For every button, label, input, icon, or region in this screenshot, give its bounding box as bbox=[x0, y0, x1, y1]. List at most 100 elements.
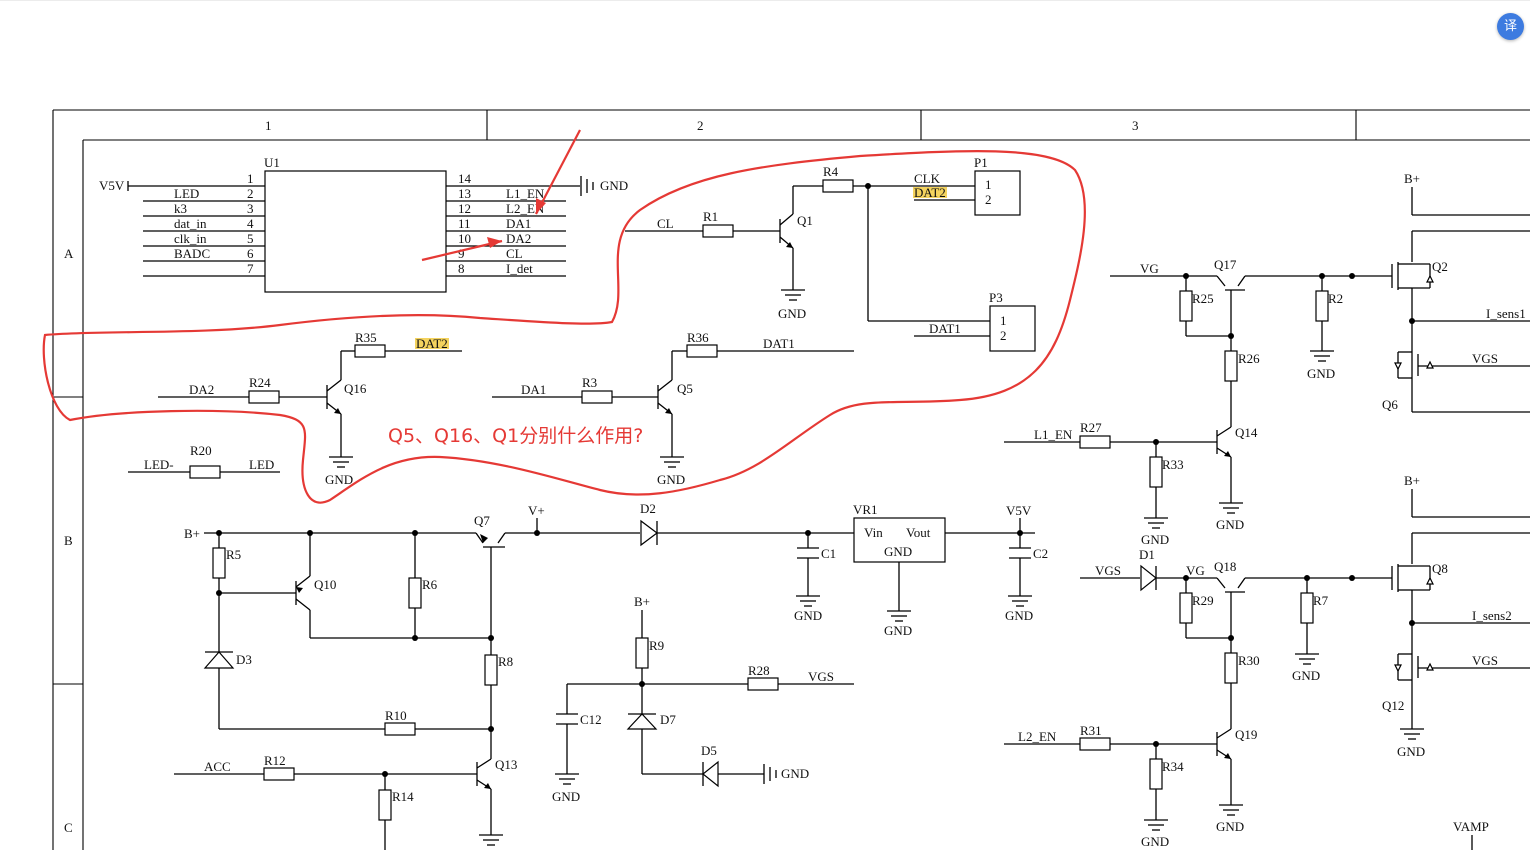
vr1-vout: Vout bbox=[906, 525, 931, 540]
annotation-question: Q5、Q16、Q1分别什么作用? bbox=[388, 425, 643, 447]
r20-circuit: LED- R20 LED bbox=[128, 443, 280, 479]
dat2-net-label-p1: DAT2 bbox=[914, 185, 946, 200]
q16-gnd-label: GND bbox=[325, 472, 353, 487]
r14-ref: R14 bbox=[392, 789, 414, 804]
c2-gnd-label: GND bbox=[1005, 608, 1033, 623]
dat2-net-label-q16: DAT2 bbox=[416, 336, 448, 351]
v-plus-label: V+ bbox=[528, 503, 545, 518]
r29-ref: R29 bbox=[1192, 593, 1214, 608]
b-plus-label-ch1: B+ bbox=[1404, 171, 1420, 186]
vgs-label-d1: VGS bbox=[1095, 563, 1121, 578]
r2-gnd-label: GND bbox=[1307, 366, 1335, 381]
q8-ref: Q8 bbox=[1432, 561, 1448, 576]
r8-ref: R8 bbox=[498, 654, 513, 669]
q7-ref: Q7 bbox=[474, 513, 490, 528]
q19-gnd-label: GND bbox=[1216, 819, 1244, 834]
vg-label-ch2: VG bbox=[1186, 563, 1205, 578]
u1-gnd-label: GND bbox=[600, 178, 628, 193]
l1-en-label: L1_EN bbox=[1034, 427, 1073, 442]
u1-pin7-num: 7 bbox=[247, 261, 254, 276]
vr1-ref: VR1 bbox=[853, 502, 878, 517]
vgs-label-ch2: VGS bbox=[1472, 653, 1498, 668]
cl-net-label: CL bbox=[657, 216, 674, 231]
translate-icon[interactable]: 译 bbox=[1497, 13, 1524, 40]
r31-ref: R31 bbox=[1080, 723, 1102, 738]
d5-gnd-label: GND bbox=[781, 766, 809, 781]
annotation-loop bbox=[42, 150, 1086, 504]
arrow-shaft-1 bbox=[535, 129, 581, 215]
b-plus-label-r9: B+ bbox=[634, 594, 650, 609]
q6-ref: Q6 bbox=[1382, 397, 1398, 412]
red-annotation: Q5、Q16、Q1分别什么作用? bbox=[42, 129, 1086, 504]
d2-ref: D2 bbox=[640, 501, 656, 516]
u1-pin3-net: k3 bbox=[174, 201, 187, 216]
vr1-gnd-label: GND bbox=[884, 623, 912, 638]
u1-pin8-num: 8 bbox=[458, 261, 465, 276]
power-input-circuit: B+ R5 Q10 R6 D3 R10 bbox=[174, 501, 1048, 850]
dat2-highlight-p1 bbox=[913, 187, 947, 198]
u1-pin11-net: DA1 bbox=[506, 216, 531, 231]
c1-gnd-label: GND bbox=[794, 608, 822, 623]
drawing-frame: 1 2 3 A B C bbox=[52, 109, 1530, 850]
b-plus-label-ch2: B+ bbox=[1404, 473, 1420, 488]
c12-gnd-label: GND bbox=[552, 789, 580, 804]
r9-ref: R9 bbox=[649, 638, 664, 653]
r3-ref: R3 bbox=[582, 375, 597, 390]
clk-net-label: CLK bbox=[914, 171, 941, 186]
p3-pin1: 1 bbox=[1000, 313, 1007, 328]
r34-ref: R34 bbox=[1162, 759, 1184, 774]
r20-ref: R20 bbox=[190, 443, 212, 458]
l2-en-label: L2_EN bbox=[1018, 729, 1057, 744]
u1-pin8-net: I_det bbox=[506, 261, 533, 276]
u1-v5v-net: V5V bbox=[99, 178, 125, 193]
da2-net-label: DA2 bbox=[189, 382, 214, 397]
r35-ref: R35 bbox=[355, 330, 377, 345]
q16-ref: Q16 bbox=[344, 381, 367, 396]
r6-ref: R6 bbox=[422, 577, 438, 592]
p3-pin2: 2 bbox=[1000, 328, 1007, 343]
r33-ref: R33 bbox=[1162, 457, 1184, 472]
u1-chip: U1 V5V LED k3 dat_in clk_in BADC 1 2 3 4… bbox=[99, 155, 628, 293]
led-label: LED bbox=[249, 457, 274, 472]
column-label-3: 3 bbox=[1132, 118, 1139, 133]
column-label-2: 2 bbox=[697, 118, 704, 133]
p1-pin2: 2 bbox=[985, 192, 992, 207]
vr1-gnd: GND bbox=[884, 544, 912, 559]
q12-gnd-label: GND bbox=[1397, 744, 1425, 759]
u1-pin9-num: 9 bbox=[458, 246, 465, 261]
led-minus-label: LED- bbox=[144, 457, 174, 472]
c2-ref: C2 bbox=[1033, 546, 1048, 561]
row-label-a: A bbox=[64, 246, 74, 261]
p1-ref: P1 bbox=[974, 155, 988, 170]
q5-ref: Q5 bbox=[677, 381, 693, 396]
u1-pin4-num: 4 bbox=[247, 216, 254, 231]
u1-pin11-num: 11 bbox=[458, 216, 471, 231]
u1-pin12-num: 12 bbox=[458, 201, 471, 216]
top-border bbox=[0, 0, 1530, 1]
q13-ref: Q13 bbox=[495, 757, 517, 772]
r28-ref: R28 bbox=[748, 663, 770, 678]
u1-pin1-num: 1 bbox=[247, 171, 254, 186]
acc-label: ACC bbox=[204, 759, 231, 774]
d3-ref: D3 bbox=[236, 652, 252, 667]
r7-gnd-label: GND bbox=[1292, 668, 1320, 683]
r7-ref: R7 bbox=[1313, 593, 1329, 608]
arrow-shaft-2 bbox=[421, 239, 503, 262]
i-sens2-label: I_sens2 bbox=[1472, 608, 1512, 623]
u1-pin14-num: 14 bbox=[458, 171, 472, 186]
c12-ref: C12 bbox=[580, 712, 602, 727]
r2-ref: R2 bbox=[1328, 291, 1343, 306]
r33-gnd-label: GND bbox=[1141, 532, 1169, 547]
dat1-net-label-q5: DAT1 bbox=[763, 336, 795, 351]
q18-ref: Q18 bbox=[1214, 559, 1236, 574]
q1-ref: Q1 bbox=[797, 213, 813, 228]
r1-ref: R1 bbox=[703, 209, 718, 224]
p3-ref: P3 bbox=[989, 290, 1003, 305]
q14-ref: Q14 bbox=[1235, 425, 1258, 440]
u1-ref: U1 bbox=[264, 155, 280, 170]
r36-ref: R36 bbox=[687, 330, 709, 345]
d7-ref: D7 bbox=[660, 712, 676, 727]
channel1-driver: VG R25 Q17 R26 R2 GND L1_EN R27 R bbox=[1004, 171, 1530, 547]
q2-ref: Q2 bbox=[1432, 259, 1448, 274]
